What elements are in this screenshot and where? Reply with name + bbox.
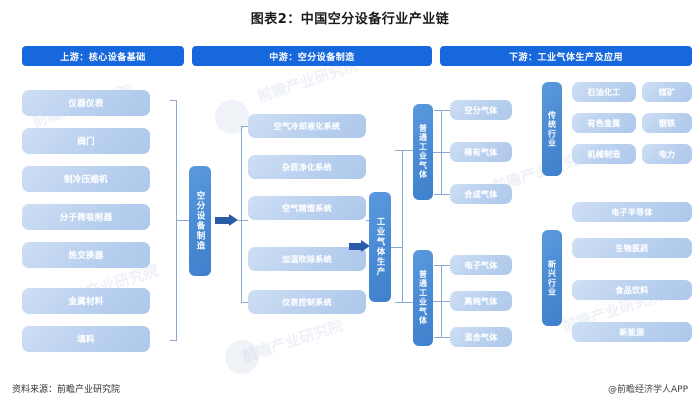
connector-downstream-bracket (402, 150, 403, 302)
upstream-item: 仪器仪表 (22, 90, 150, 116)
gas-item: 稀有气体 (450, 142, 512, 162)
industry-item: 新能源 (572, 322, 692, 342)
midstream-item: 杂质净化系统 (248, 155, 366, 179)
upstream-item: 分子筛吸附器 (22, 204, 150, 230)
industry-item: 电力 (642, 144, 692, 164)
gas-item: 空分气体 (450, 100, 512, 120)
connector-tick (241, 302, 248, 303)
arrow-down-shaft (349, 243, 361, 250)
gas-group-label: 普通工业气体 (413, 104, 433, 200)
header-downstream: 下游：工业气体生产及应用 (440, 46, 692, 66)
connector-downstream-stem (391, 247, 403, 248)
gas-item: 混合气体 (450, 327, 512, 347)
connector-tick (395, 302, 403, 303)
connector-tick (395, 150, 403, 151)
arrow-down-head-icon (361, 240, 370, 252)
connector-leaf (441, 337, 451, 338)
header-midstream: 中游：空分设备制造 (192, 46, 432, 66)
midstream-item: 仪表控制系统 (248, 290, 366, 314)
connector-tick (434, 265, 442, 266)
midstream-item: 空气冷却液化系统 (248, 114, 366, 138)
industry-item: 煤矿 (642, 82, 692, 102)
industry-item: 钢铁 (642, 113, 692, 133)
connector-group2-link (402, 302, 413, 303)
connector-tick (434, 110, 442, 111)
industry-item: 机械制造 (572, 144, 636, 164)
gas-item: 合成气体 (450, 184, 512, 204)
connector-tick (170, 100, 177, 101)
source-note: 资料来源：前瞻产业研究院 (12, 385, 121, 395)
connector-leaf (441, 152, 451, 153)
industry-item: 食品饮料 (572, 280, 692, 300)
watermark-logo-icon (225, 340, 259, 374)
downstream-group-label: 工业气体生产 (369, 192, 391, 302)
watermark-logo-icon (215, 100, 249, 134)
industry-group-label: 新兴行业 (542, 230, 562, 326)
connector-leaf (441, 301, 451, 302)
connector-tick (434, 337, 442, 338)
upstream-item: 阀门 (22, 128, 150, 154)
upstream-item: 热交换器 (22, 242, 150, 268)
connector-leaf (441, 194, 451, 195)
upstream-item: 金属材料 (22, 288, 150, 314)
connector-upstream-to-mid (176, 220, 190, 221)
connector-midstream-bracket (241, 126, 242, 302)
midstream-group-label: 空分设备制造 (189, 166, 211, 276)
gas-group-label: 普通工业气体 (413, 250, 433, 346)
gas-item: 高纯气体 (450, 291, 512, 311)
industry-item: 电子半导体 (572, 202, 692, 222)
app-credit: @前瞻经济学人APP (607, 385, 688, 395)
connector-leaf (441, 265, 451, 266)
connector-tick (170, 340, 177, 341)
connector-group1-stem (433, 152, 442, 153)
connector-group1-link (402, 150, 413, 151)
upstream-item: 制冷压缩机 (22, 166, 150, 192)
upstream-item: 填料 (22, 326, 150, 352)
connector-tick (241, 126, 248, 127)
connector-tick (434, 194, 442, 195)
gas-item: 电子气体 (450, 255, 512, 275)
industry-item: 石油化工 (572, 82, 636, 102)
midstream-item: 加温吹除系统 (248, 247, 366, 271)
connector-leaf (441, 110, 451, 111)
header-upstream: 上游：核心设备基础 (22, 46, 184, 66)
midstream-item: 空气精馏系统 (248, 196, 366, 220)
industry-group-label: 传统行业 (542, 82, 562, 176)
watermark-text: 前瞻产业研究院 (239, 316, 346, 366)
arrow-mid-shaft (215, 217, 229, 224)
connector-midstream-stem (238, 220, 248, 221)
connector-group2-stem (433, 301, 442, 302)
arrow-mid-head-icon (229, 214, 238, 226)
industry-item: 生物医药 (572, 238, 692, 258)
industry-item: 有色金属 (572, 113, 636, 133)
page-title: 图表2：中国空分设备行业产业链 (250, 12, 450, 27)
